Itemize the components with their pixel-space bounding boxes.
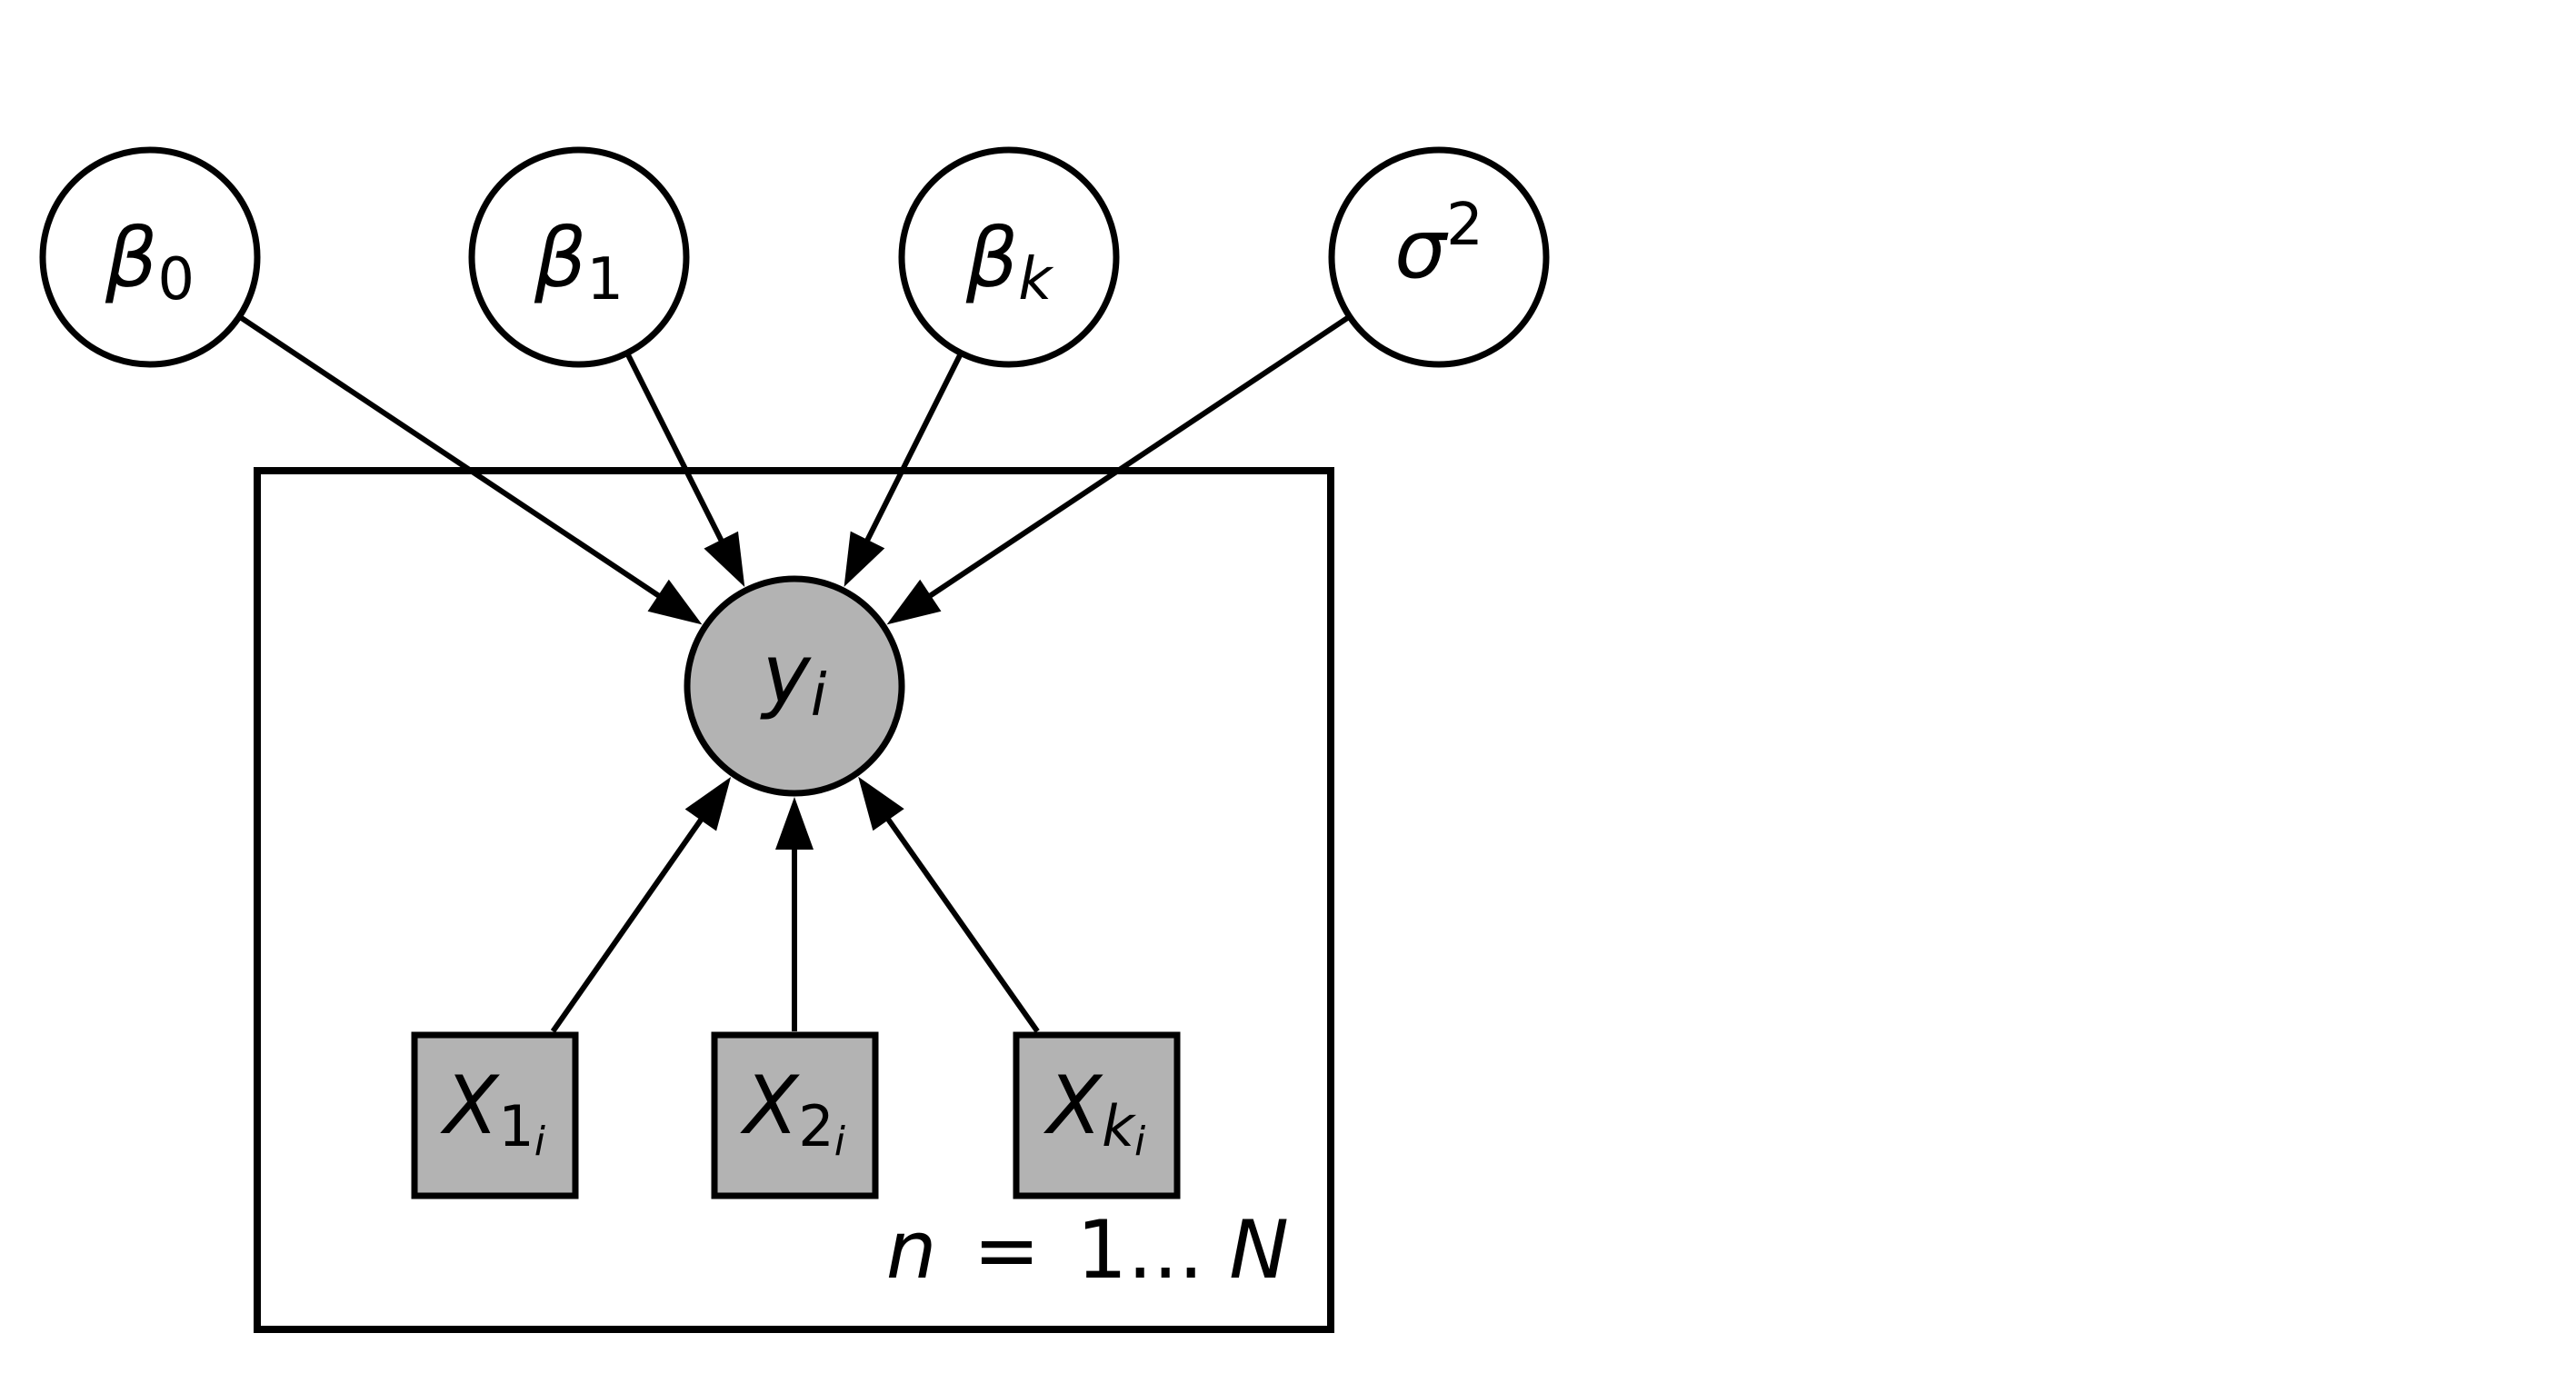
label-base: β	[534, 211, 586, 306]
plate-label-var: n	[886, 1203, 937, 1297]
arrowhead-icon	[844, 531, 885, 587]
node-beta0-circle	[39, 146, 261, 368]
node-yi-label: yi	[759, 627, 826, 730]
arrowhead-icon	[886, 579, 942, 625]
node-beta0-label: β0	[105, 211, 195, 313]
label-subsubscript: i	[534, 1119, 546, 1165]
label-subscript: 1	[586, 246, 624, 313]
plate-label: n = 1... N	[886, 1203, 1289, 1297]
nodes: β0 β1 βk σ2 yi	[39, 146, 1550, 1199]
node-beta1: β1	[468, 146, 690, 368]
node-beta1-circle	[468, 146, 690, 368]
label-base: X	[440, 1059, 500, 1152]
label-base: σ	[1394, 202, 1449, 297]
node-xki-label: Xki	[1043, 1059, 1146, 1165]
node-sigma2-label: σ2	[1394, 192, 1483, 297]
node-sigma2-circle	[1328, 146, 1550, 368]
node-x2i-label: X2i	[740, 1059, 846, 1165]
node-sigma2: σ2	[1328, 146, 1550, 368]
label-subscript: 0	[157, 246, 195, 313]
edge-x1i-to-yi	[550, 815, 705, 1033]
node-xki-box	[1013, 1031, 1181, 1199]
label-subscript: i	[811, 662, 827, 730]
arrowhead-icon	[647, 579, 703, 625]
edge-sigma2-to-yi	[925, 315, 1349, 600]
label-base: X	[1043, 1059, 1103, 1152]
node-x1i-box	[411, 1031, 579, 1199]
node-x2i: X2i	[711, 1031, 879, 1199]
label-base: X	[740, 1059, 800, 1152]
arrowhead-icon	[704, 531, 745, 587]
edge-beta0-to-yi	[240, 315, 664, 600]
edge-xki-to-yi	[884, 815, 1040, 1033]
label-subscript: k	[1018, 246, 1054, 313]
node-beta1-label: β1	[534, 211, 624, 313]
edge-beta1-to-yi	[625, 353, 725, 545]
node-x1i-label: X1i	[440, 1059, 546, 1165]
node-yi-circle	[684, 575, 905, 797]
label-base: β	[965, 211, 1018, 306]
node-beta0: β0	[39, 146, 261, 368]
arrowhead-icon	[775, 797, 814, 850]
arrowhead-icon	[858, 776, 904, 831]
node-betak: βk	[898, 146, 1120, 368]
label-superscript: 2	[1446, 192, 1483, 259]
label-subscript: k	[1102, 1093, 1136, 1159]
node-x1i: X1i	[411, 1031, 579, 1199]
node-betak-label: βk	[965, 211, 1054, 313]
node-yi: yi	[684, 575, 905, 797]
node-betak-circle	[898, 146, 1120, 368]
plate-rect	[254, 467, 1334, 1333]
label-subscript: 1	[498, 1093, 534, 1159]
label-base: y	[759, 627, 812, 722]
plate-label-range: 1...	[1076, 1203, 1203, 1297]
plate: n = 1... N	[254, 467, 1334, 1333]
label-subscript: 2	[798, 1093, 834, 1159]
edge-betak-to-yi	[864, 353, 963, 544]
label-base: β	[105, 211, 157, 306]
node-xki: Xki	[1013, 1031, 1181, 1199]
label-subsubscript: i	[1134, 1119, 1146, 1165]
node-x2i-box	[711, 1031, 879, 1199]
label-subsubscript: i	[834, 1119, 846, 1165]
arrowhead-icon	[684, 776, 732, 831]
edges	[240, 315, 1349, 1033]
plate-label-eq: =	[973, 1203, 1041, 1297]
plate-label-upper: N	[1229, 1203, 1289, 1297]
